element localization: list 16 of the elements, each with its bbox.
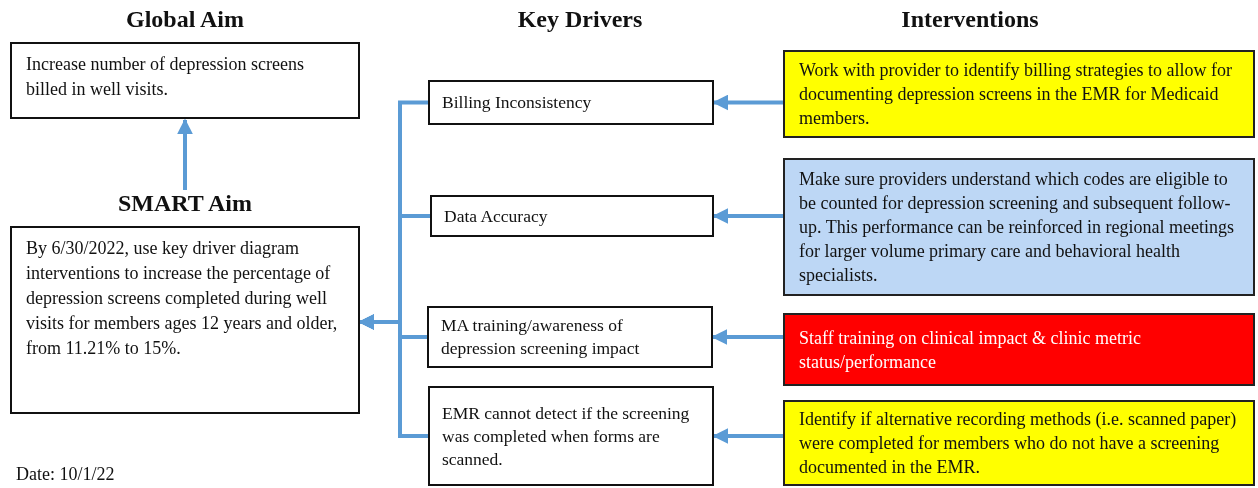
- aim-text: Increase number of depression screens billed in well visits.: [26, 54, 304, 99]
- section-heading: Global Aim: [126, 5, 244, 34]
- date-note: Date: 10/1/22: [16, 463, 116, 486]
- driver-box: Billing Inconsistency: [428, 80, 714, 125]
- intervention-box: Make sure providers understand which codes are eligible to be counted for depression screening and subsequent follow-up. This performance can be reinforced in regional meetings for larger volume primary care and behavioral health specialists.: [783, 158, 1255, 296]
- driver-box: Data Accuracy: [430, 195, 714, 237]
- intervention-box: Work with provider to identify billing strategies to allow for documenting depression screens in the EMR for Medicaid members.: [783, 50, 1255, 138]
- driver-box: MA training/awareness of depression screening impact: [427, 306, 713, 368]
- column-heading: Interventions: [900, 5, 1040, 34]
- section-heading: SMART Aim: [117, 189, 253, 218]
- intervention-box: Staff training on clinical impact & clinic metric status/performance: [783, 313, 1255, 386]
- arrow: [177, 118, 193, 190]
- column-heading: Key Drivers: [516, 5, 644, 34]
- intervention-box: Identify if alternative recording methods (i.e. scanned paper) were completed for members who do not have a screening documented in the EMR.: [783, 400, 1255, 486]
- aim-text: By 6/30/2022, use key driver diagram interventions to increase the percentage of depression screens completed during well visits for members ages 12 years and older, from 11.21% to 15%.: [26, 238, 338, 358]
- driver-box: EMR cannot detect if the screening was completed when forms are scanned.: [428, 386, 714, 486]
